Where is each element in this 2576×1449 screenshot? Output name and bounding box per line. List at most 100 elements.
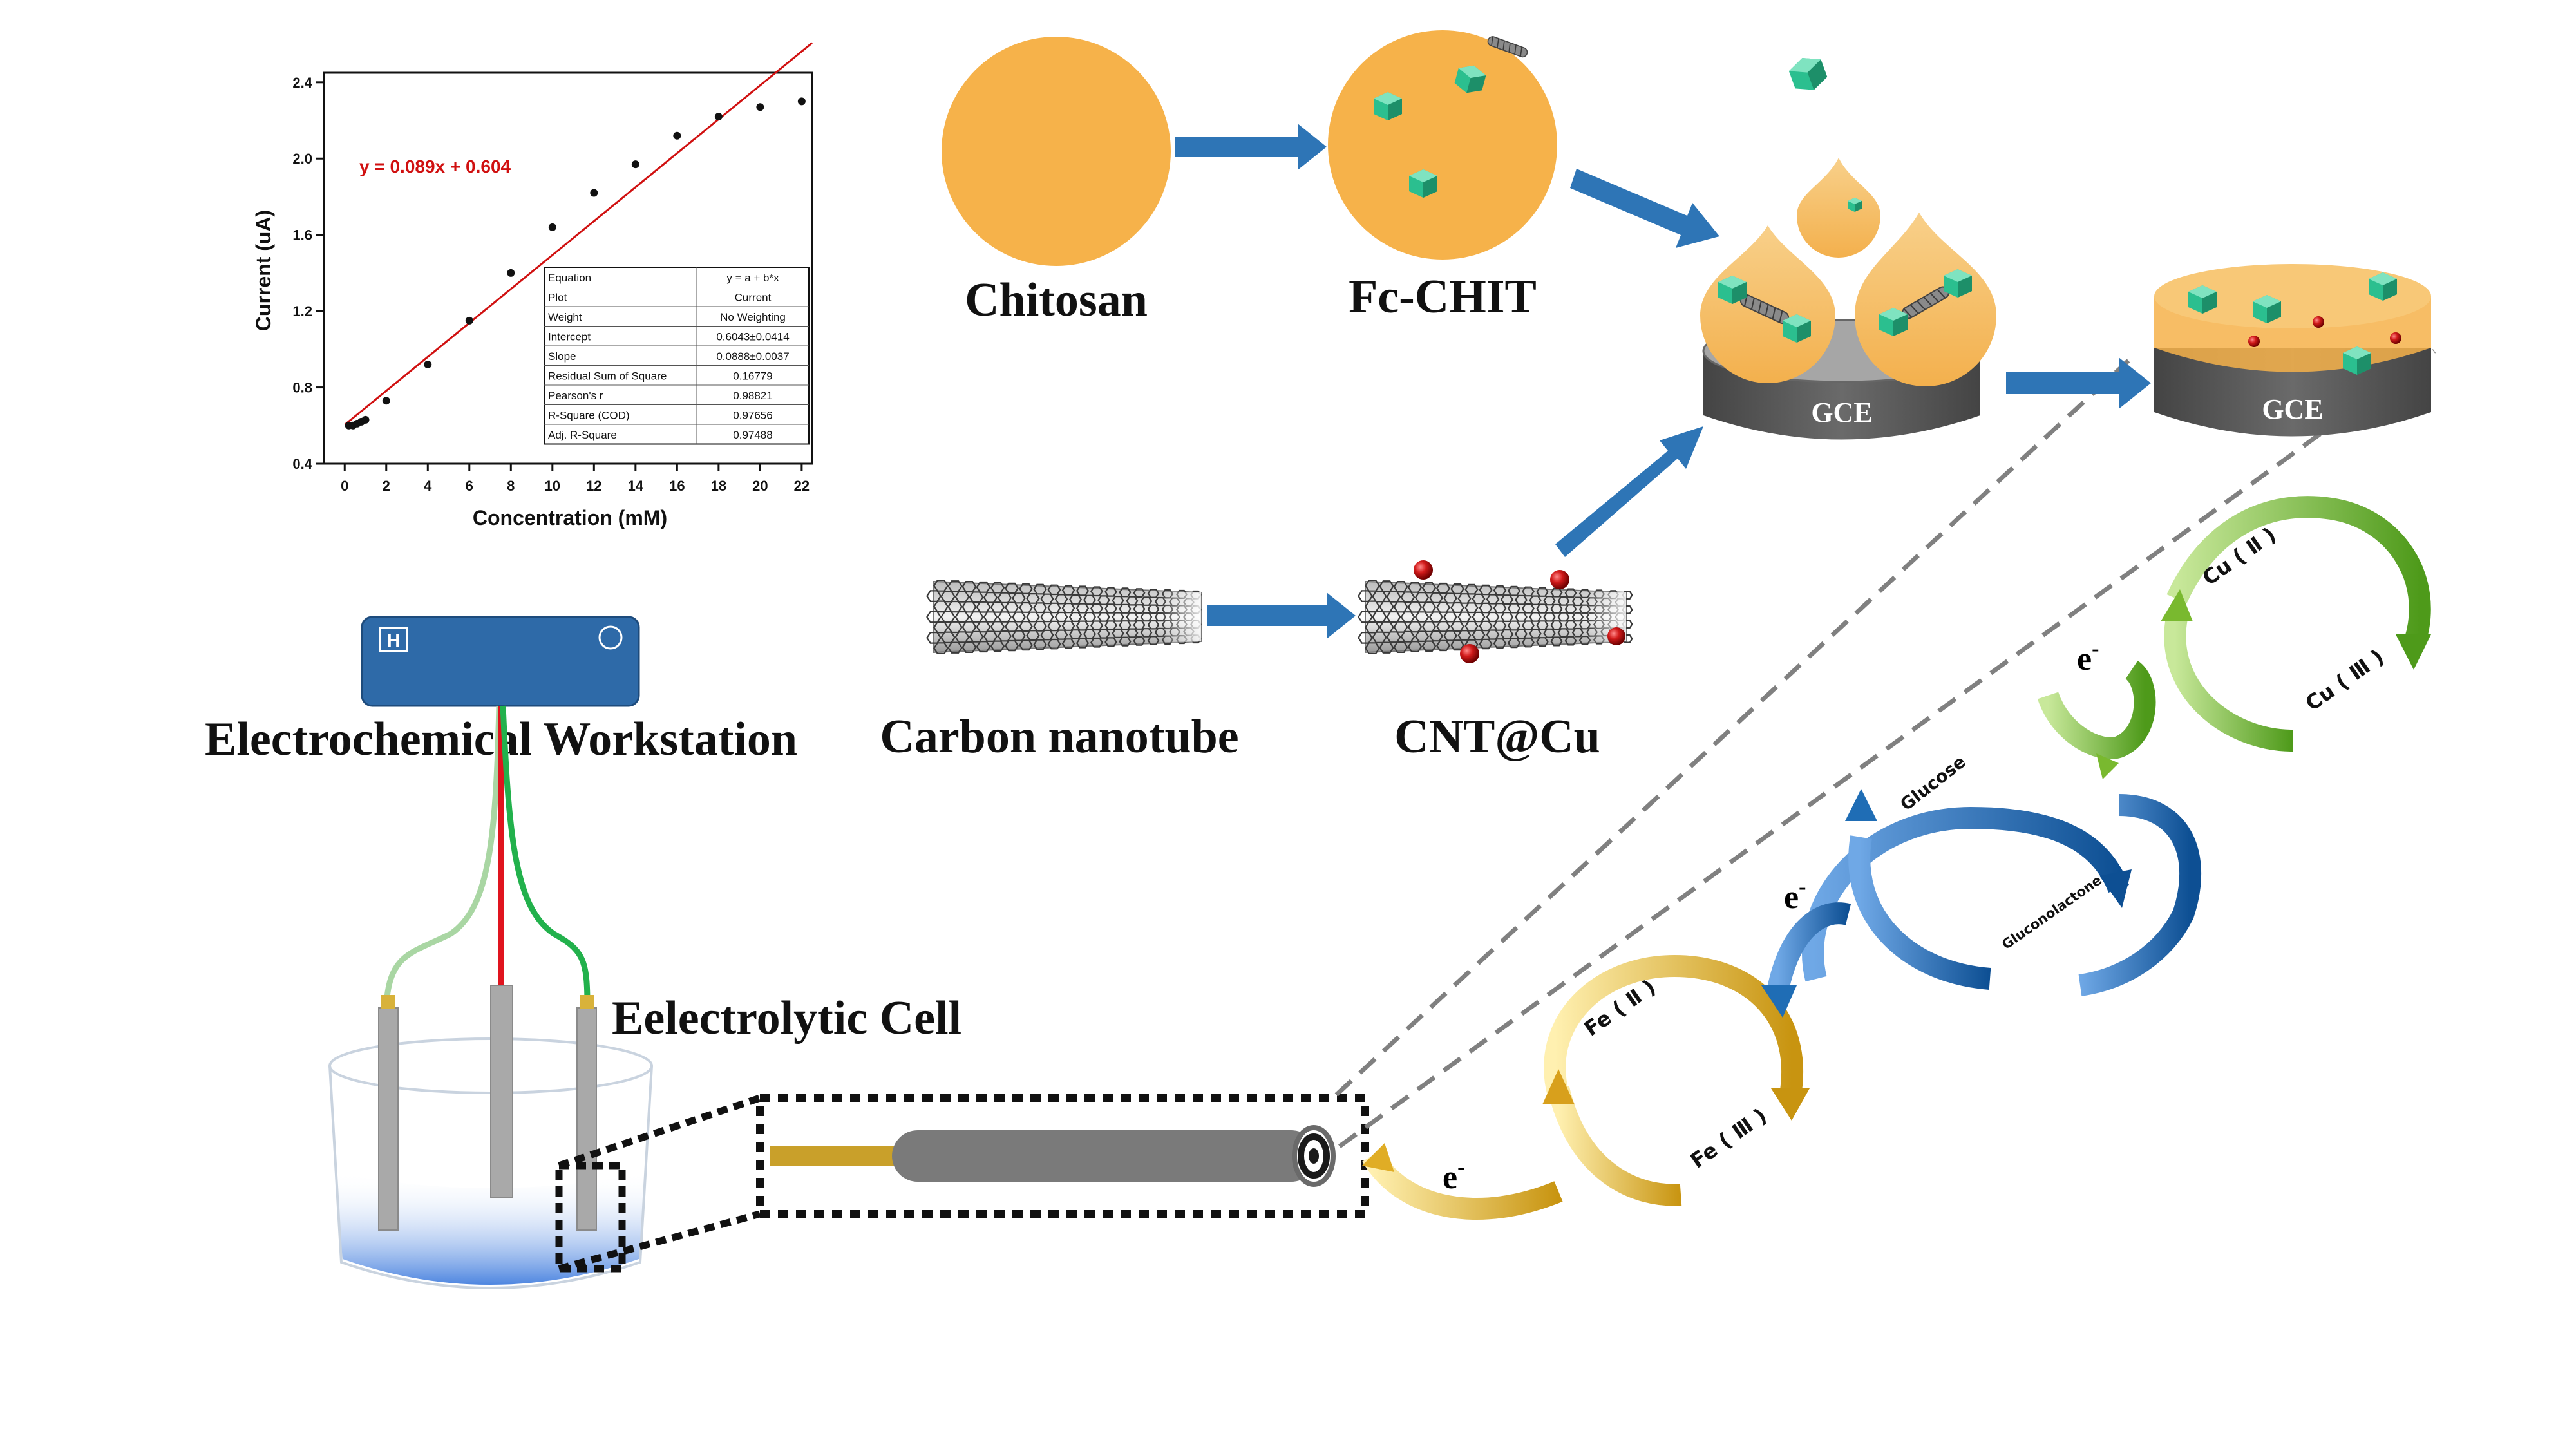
stats-row-label: Plot — [548, 292, 567, 304]
chart-point — [797, 97, 806, 106]
chart-point — [714, 113, 723, 121]
beaker-body — [328, 1065, 653, 1289]
x-tick-label: 4 — [424, 478, 432, 494]
cell-label: Eelectrolytic Cell — [612, 992, 961, 1045]
cu-input-arrowhead — [2096, 753, 2119, 779]
cu-particle — [2390, 332, 2401, 344]
electron-label-2: e- — [1784, 875, 1806, 916]
y-tick-label: 0.4 — [292, 456, 312, 472]
chitosan-label: Chitosan — [965, 274, 1148, 327]
y-tick-label: 2.4 — [292, 75, 312, 91]
stats-row-value: 0.16779 — [733, 370, 772, 383]
electrode-left — [378, 1007, 399, 1231]
stats-row-label: Intercept — [548, 331, 591, 343]
carbon-nanotube-label: Carbon nanotube — [880, 710, 1238, 763]
fe-cycle-arrowhead — [1771, 1088, 1810, 1121]
x-tick-label: 12 — [586, 478, 601, 494]
electrode-left-cap — [381, 995, 395, 1009]
nanotube-fade — [1365, 582, 1626, 652]
cu-particle — [2313, 316, 2324, 328]
zoom-line-top — [558, 1094, 761, 1170]
carbon-nanotube-icon — [926, 580, 1202, 654]
glucose-cycle-arc-bottom — [1848, 835, 1991, 990]
stats-row-label: Slope — [548, 350, 576, 363]
workstation-power-icon — [598, 625, 623, 650]
electrode-right — [576, 1007, 597, 1231]
gluconolactone-label: Gluconolactone — [1999, 872, 2105, 952]
stats-row-value: No Weighting — [720, 311, 786, 323]
stats-row-label: R-Square (COD) — [548, 410, 630, 422]
chart-point — [673, 131, 681, 140]
y-tick-label: 0.8 — [292, 380, 312, 396]
zoom-connectors — [558, 1094, 761, 1273]
stats-row-label: Residual Sum of Square — [548, 370, 667, 383]
workstation-box — [361, 616, 640, 707]
x-tick-label: 6 — [466, 478, 473, 494]
x-tick-label: 2 — [383, 478, 390, 494]
wire-green — [500, 705, 591, 1005]
workstation-logo-icon — [379, 627, 408, 652]
chart-point — [631, 160, 639, 169]
electron-label-1: e- — [1443, 1155, 1464, 1196]
y-tick-label: 2.0 — [292, 151, 312, 167]
electrode-tip-core — [1309, 1148, 1319, 1164]
fe-cycle-arc-top — [1544, 954, 1804, 1098]
drop-right — [1855, 213, 1996, 386]
chart-x-axis-title: Concentration (mM) — [473, 506, 667, 529]
electrode-right-cap — [580, 995, 594, 1009]
beaker-liquid — [334, 1172, 648, 1285]
chitosan-group: Chitosan — [942, 37, 1171, 327]
x-tick-label: 10 — [545, 478, 560, 494]
fe-input-arrowhead — [1362, 1143, 1394, 1172]
chart-point — [361, 415, 370, 424]
stats-row-value: 0.97656 — [733, 410, 772, 422]
chart-y-axis-title: Current (uA) — [252, 210, 275, 331]
fe-iii-label: Fe ( Ⅲ ) — [1686, 1103, 1772, 1173]
electrolytic-cell: Eelectrolytic Cell — [328, 985, 961, 1289]
fc-chit-label: Fc-CHIT — [1349, 270, 1537, 323]
chart-fit-equation: y = 0.089x + 0.604 — [359, 156, 511, 176]
glucose-arrowhead-2 — [1761, 985, 1797, 1018]
cu-cycle-arrowhead-left — [2161, 589, 2193, 621]
electrode-shaft — [892, 1130, 1317, 1182]
cu-cycle-arc-bottom — [2164, 616, 2293, 752]
electrode-gold-lead — [770, 1146, 898, 1166]
gce-modified-top — [2154, 264, 2431, 328]
cu-particle — [1550, 570, 1569, 589]
fe-input-arc — [1362, 1150, 1563, 1220]
gce-modified: GCE — [2154, 264, 2431, 437]
glucose-arrowhead-3 — [2099, 869, 2132, 908]
stats-row-value: Current — [735, 292, 772, 304]
stats-row-value: 0.98821 — [733, 390, 772, 402]
zoom-line-bottom — [558, 1210, 761, 1273]
x-tick-label: 18 — [711, 478, 726, 494]
chart-point — [590, 189, 598, 197]
chart-point — [548, 223, 556, 231]
chart-y-ticks: 0.40.81.21.62.02.4 — [292, 75, 324, 472]
fe-cycle-arc-bottom — [1548, 1086, 1682, 1206]
chart-points — [345, 97, 806, 430]
chart-point — [382, 397, 390, 405]
drop-center — [1486, 35, 1880, 258]
cu-particle — [1460, 644, 1479, 663]
arrow-fc-to-drop — [1570, 169, 1719, 248]
cnt-cu-group: CNT@Cu — [1358, 560, 1633, 763]
stats-row-label: Adj. R-Square — [548, 429, 617, 441]
stats-row-value: y = a + b*x — [726, 272, 779, 284]
cu-particle — [1414, 560, 1433, 580]
cnt-cu-icon — [1358, 580, 1633, 654]
chart-point — [507, 269, 515, 277]
zoomed-electrode — [756, 1094, 1369, 1218]
fe-up-arrowhead — [1542, 1069, 1575, 1104]
x-tick-label: 20 — [752, 478, 768, 494]
cu-particle — [2248, 336, 2260, 347]
chart-point — [424, 361, 432, 369]
chitosan-circle — [942, 37, 1171, 266]
arrow-gce-to-modified — [2006, 357, 2151, 409]
cu-iii-label: Cu ( Ⅲ ) — [2301, 645, 2389, 716]
electrode-wires — [383, 705, 591, 1005]
